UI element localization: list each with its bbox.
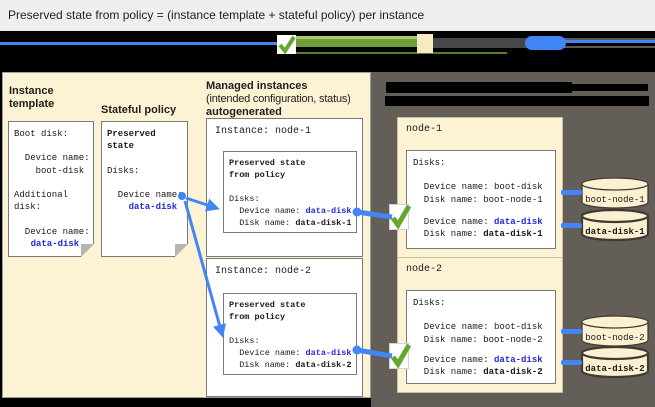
stateful-policy-heading: Stateful policy	[101, 104, 177, 116]
connector-node1-bootdisk	[561, 190, 582, 195]
strip-blue-pill	[525, 36, 566, 50]
preserved-state-box-node-2: Preserved state from policy Disks: Devic…	[223, 293, 357, 375]
disk-cylinder-boot-node-2: boot-node-2	[581, 315, 649, 347]
connector-node2-bootdisk	[561, 329, 582, 334]
strip-green-underline	[296, 52, 507, 54]
check-icon	[278, 35, 296, 55]
node-2-disks-box: Disks: Device name: boot-disk Disk name:…	[406, 290, 556, 384]
stateful-policy-doc: Preserved state Disks: Device name: data…	[101, 121, 188, 257]
managed-instance-node-1: Instance: node-1 Preserved state from po…	[206, 118, 363, 257]
disk-name-line: Disk name: data-disk-2	[229, 360, 352, 370]
disk-label: data-disk-1	[585, 227, 645, 237]
device-name-line: Device name: data-disk	[229, 206, 352, 216]
node-disks-body: Disks: Device name: boot-disk Disk name:…	[413, 298, 543, 345]
policy-doc-data-disk: data-disk	[107, 202, 178, 213]
instance-label: Instance: node-1	[215, 126, 312, 137]
diagram-title: Preserved state from policy = (instance …	[8, 8, 425, 22]
strip-gray-line-top	[530, 38, 655, 40]
managed-heading-line2: (intended configuration, status)	[206, 93, 351, 105]
device-name-line: Device name: data-disk	[229, 348, 352, 358]
template-doc-body: Boot disk: Device name: boot-disk Additi…	[14, 129, 90, 237]
preserved-state-heading: Preserved state from policy	[229, 158, 306, 180]
device-name-line: Device name: data-disk	[413, 216, 543, 227]
strip-blue-line-right	[558, 40, 655, 43]
connector-node2-datadisk	[561, 360, 582, 365]
match-checkbox-node-1	[389, 204, 412, 230]
disk-name-value: data-disk-2	[483, 367, 543, 378]
strip-gray-bar	[433, 38, 529, 48]
managed-instance-node-2: Instance: node-2 Preserved state from po…	[206, 258, 363, 397]
check-icon	[390, 204, 412, 230]
connector-node1-datadisk	[561, 223, 582, 228]
policy-doc-heading: Preserved state	[107, 129, 156, 152]
disks-label: Disks:	[229, 336, 260, 346]
node-label: node-2	[406, 264, 443, 275]
disk-name-value: data-disk-1	[483, 229, 543, 240]
check-icon	[390, 343, 412, 369]
strip-gray-line-bottom	[530, 46, 655, 48]
disk-name-line: Disk name: data-disk-2	[413, 367, 543, 378]
strip-checkbox	[277, 35, 296, 55]
node-1-disks-box: Disks: Device name: boot-disk Disk name:…	[406, 150, 556, 249]
vm-node-2: node-2 Disks: Device name: boot-disk Dis…	[397, 257, 563, 393]
disk-cylinder-data-disk-1: data-disk-1	[580, 208, 650, 242]
disks-label: Disks:	[229, 194, 260, 204]
redacted-heading-line-2	[385, 96, 649, 106]
device-name-line: Device name: data-disk	[413, 354, 543, 365]
device-name-value: data-disk	[305, 206, 352, 216]
disk-label: boot-node-2	[585, 333, 644, 343]
managed-heading-line3: autogenerated	[206, 106, 282, 118]
disk-label: boot-node-1	[585, 195, 644, 205]
strip-cream-chip	[417, 34, 433, 53]
template-doc-data-disk: data-disk	[9, 238, 80, 249]
redacted-heading-line-1b	[570, 84, 648, 91]
disk-cylinder-data-disk-2: data-disk-2	[580, 345, 650, 379]
instance-template-doc: Boot disk: Device name: boot-disk Additi…	[8, 121, 94, 257]
disk-name-line: Disk name: data-disk-1	[413, 229, 543, 240]
device-name-value: data-disk	[494, 354, 543, 365]
instance-template-heading: Instance template	[9, 85, 55, 110]
node-disks-body: Disks: Device name: boot-disk Disk name:…	[413, 158, 543, 205]
compressed-strip	[0, 31, 655, 72]
disk-name-line: Disk name: data-disk-1	[229, 218, 352, 228]
instance-label: Instance: node-2	[215, 266, 312, 277]
device-name-value: data-disk	[305, 348, 352, 358]
title-bar	[0, 0, 655, 31]
disk-label: data-disk-2	[585, 364, 644, 374]
disk-cylinder-boot-node-1: boot-node-1	[581, 177, 649, 209]
managed-heading-line1: Managed instances	[206, 80, 308, 92]
preserved-state-heading: Preserved state from policy	[229, 300, 306, 322]
redacted-heading-line-1	[386, 82, 572, 93]
device-name-value: data-disk	[494, 216, 543, 227]
disk-name-value: data-disk-2	[295, 360, 352, 370]
node-label: node-1	[406, 124, 443, 135]
strip-green-bar	[296, 36, 418, 47]
vm-node-1: node-1 Disks: Device name: boot-disk Dis…	[397, 117, 563, 260]
match-checkbox-node-2	[389, 343, 412, 369]
strip-blue-line-left	[0, 42, 279, 45]
preserved-state-box-node-1: Preserved state from policy Disks: Devic…	[223, 151, 357, 233]
policy-doc-body: Disks: Device name:	[107, 165, 183, 201]
disk-name-value: data-disk-1	[295, 218, 352, 228]
managed-instances-heading: Managed instances (intended configuratio…	[206, 80, 351, 119]
